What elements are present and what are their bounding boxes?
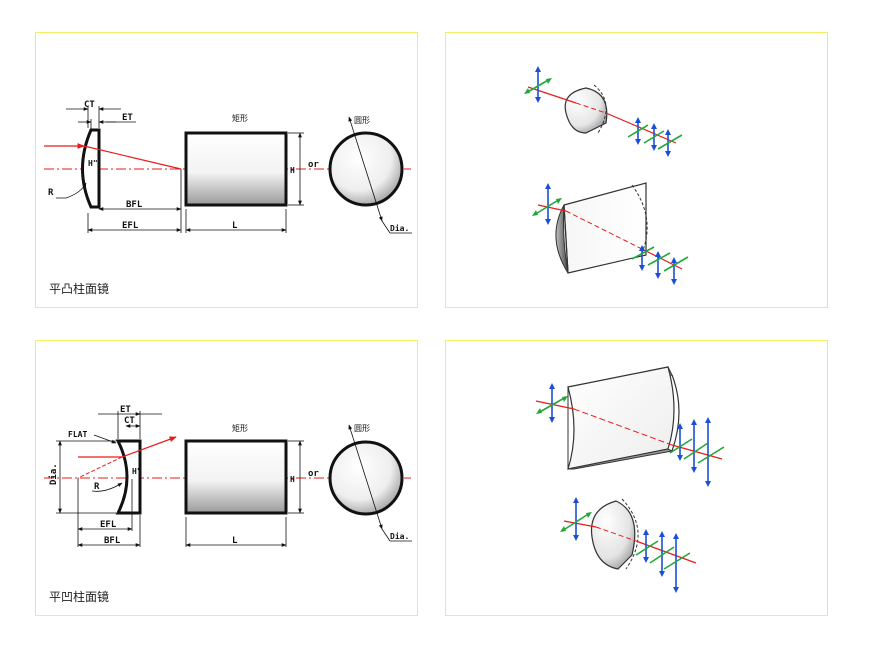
label-h-concave: H: [290, 475, 295, 484]
label-r: R: [48, 188, 54, 198]
caption-plano-concave: 平凹柱面镜: [49, 590, 110, 604]
label-circle: 圆形: [354, 116, 370, 125]
label-rectangle-concave: 矩形: [232, 423, 248, 433]
label-bfl-concave: BFL: [104, 536, 121, 546]
panel-plano-concave-3d: [445, 340, 828, 616]
label-r-concave: R: [94, 482, 100, 492]
label-efl: EFL: [122, 221, 139, 231]
plano-convex-diagram: CT ET H" R BFL EFL 矩形 L H or 圆形: [44, 100, 412, 234]
plano-convex-lens-shape: [81, 128, 101, 209]
label-ct: CT: [84, 100, 95, 110]
label-bfl: BFL: [126, 200, 143, 210]
label-h: H: [290, 166, 295, 175]
label-ct-concave: CT: [124, 416, 135, 426]
plano-concave-diagram: ET CT FLAT Dia. H" R EFL BFL 矩形 L: [44, 405, 412, 547]
plano-concave-lens-shape: [115, 439, 142, 515]
hemispherical-lens-group: [524, 66, 683, 157]
panel-plano-convex-3d: [445, 32, 828, 308]
label-efl-concave: EFL: [100, 520, 117, 530]
label-rectangle: 矩形: [232, 113, 248, 123]
rectangular-lens-view: [184, 131, 288, 207]
caption-plano-convex: 平凸柱面镜: [49, 282, 110, 296]
label-dia: Dia.: [390, 223, 409, 233]
label-dia-left: Dia.: [48, 463, 59, 485]
rectangular-lens-view-concave: [184, 439, 288, 515]
label-et-concave: ET: [120, 405, 131, 415]
concave-slab-group: [535, 366, 725, 487]
panel-plano-convex-drawing: CT ET H" R BFL EFL 矩形 L H or 圆形: [35, 32, 418, 308]
label-circle-concave: 圆形: [354, 424, 370, 433]
label-l-concave: L: [232, 536, 238, 546]
label-flat: FLAT: [68, 430, 87, 439]
hemispherical-lens-group-concave: [560, 497, 697, 593]
label-dia-concave: Dia.: [390, 531, 409, 541]
label-et: ET: [122, 113, 133, 123]
plano-convex-3d-illustration: [524, 66, 689, 285]
label-h-principal: H": [88, 159, 98, 168]
refracted-ray: [83, 145, 182, 170]
label-h-principal-concave: H": [132, 467, 142, 476]
cylindrical-slab-group: [532, 182, 689, 285]
panel-plano-concave-drawing: ET CT FLAT Dia. H" R EFL BFL 矩形 L: [35, 340, 418, 616]
label-or: or: [308, 160, 319, 170]
plano-concave-3d-illustration: [535, 366, 725, 593]
label-or-concave: or: [308, 469, 319, 479]
label-l: L: [232, 221, 238, 231]
circular-lens-view: [328, 131, 404, 207]
